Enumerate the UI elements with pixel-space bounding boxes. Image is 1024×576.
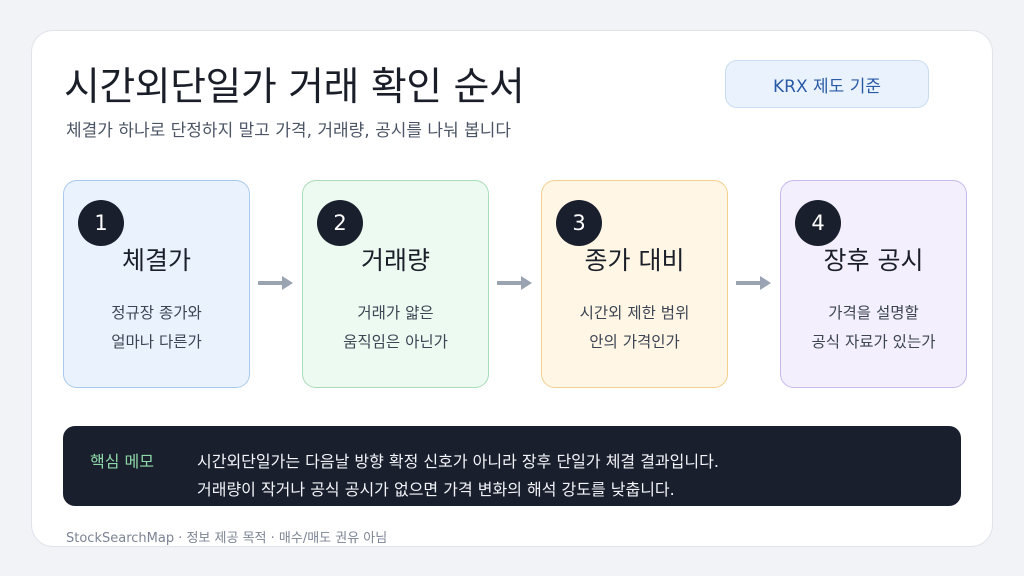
step-title: 거래량 bbox=[360, 246, 430, 275]
step-description: 시간외 제한 범위 안의 가격인가 bbox=[542, 299, 727, 357]
step-description-line: 안의 가격인가 bbox=[589, 333, 680, 351]
step-description: 정규장 종가와 얼마나 다른가 bbox=[64, 299, 249, 357]
page-title: 시간외단일가 거래 확인 순서 bbox=[64, 65, 525, 110]
step-card-3: 3 종가 대비 시간외 제한 범위 안의 가격인가 bbox=[541, 180, 728, 388]
step-description-line: 정규장 종가와 bbox=[111, 304, 202, 322]
arrow-right-icon bbox=[497, 276, 532, 290]
step-number-badge: 1 bbox=[78, 200, 124, 246]
step-number-badge: 2 bbox=[317, 200, 363, 246]
arrow-right-icon bbox=[736, 276, 771, 290]
memo-line: 거래량이 작거나 공식 공시가 없으면 가격 변화의 해석 강도를 낮춥니다. bbox=[197, 480, 675, 499]
memo-line: 시간외단일가는 다음날 방향 확정 신호가 아니라 장후 단일가 체결 결과입니… bbox=[197, 452, 719, 471]
page-subtitle: 체결가 하나로 단정하지 말고 가격, 거래량, 공시를 나눠 봅니다 bbox=[66, 121, 512, 141]
step-description-line: 움직임은 아닌가 bbox=[343, 333, 448, 351]
step-description-line: 거래가 얇은 bbox=[357, 304, 434, 322]
step-description-line: 가격을 설명할 bbox=[828, 304, 919, 322]
step-description-line: 시간외 제한 범위 bbox=[579, 304, 690, 322]
arrow-right-icon bbox=[258, 276, 293, 290]
footer-disclaimer: StockSearchMap · 정보 제공 목적 · 매수/매도 권유 아님 bbox=[66, 531, 388, 546]
step-description: 가격을 설명할 공식 자료가 있는가 bbox=[781, 299, 966, 357]
key-memo-box: 핵심 메모 시간외단일가는 다음날 방향 확정 신호가 아니라 장후 단일가 체… bbox=[63, 426, 961, 506]
source-badge: KRX 제도 기준 bbox=[725, 60, 929, 108]
step-number-badge: 3 bbox=[556, 200, 602, 246]
step-card-1: 1 체결가 정규장 종가와 얼마나 다른가 bbox=[63, 180, 250, 388]
step-title: 체결가 bbox=[121, 246, 191, 275]
step-description: 거래가 얇은 움직임은 아닌가 bbox=[303, 299, 488, 357]
memo-label: 핵심 메모 bbox=[90, 452, 154, 471]
step-card-4: 4 장후 공시 가격을 설명할 공식 자료가 있는가 bbox=[780, 180, 967, 388]
step-card-2: 2 거래량 거래가 얇은 움직임은 아닌가 bbox=[302, 180, 489, 388]
step-title: 종가 대비 bbox=[584, 246, 685, 275]
step-title: 장후 공시 bbox=[823, 246, 924, 275]
step-description-line: 공식 자료가 있는가 bbox=[811, 333, 936, 351]
step-number-badge: 4 bbox=[795, 200, 841, 246]
step-description-line: 얼마나 다른가 bbox=[111, 333, 202, 351]
